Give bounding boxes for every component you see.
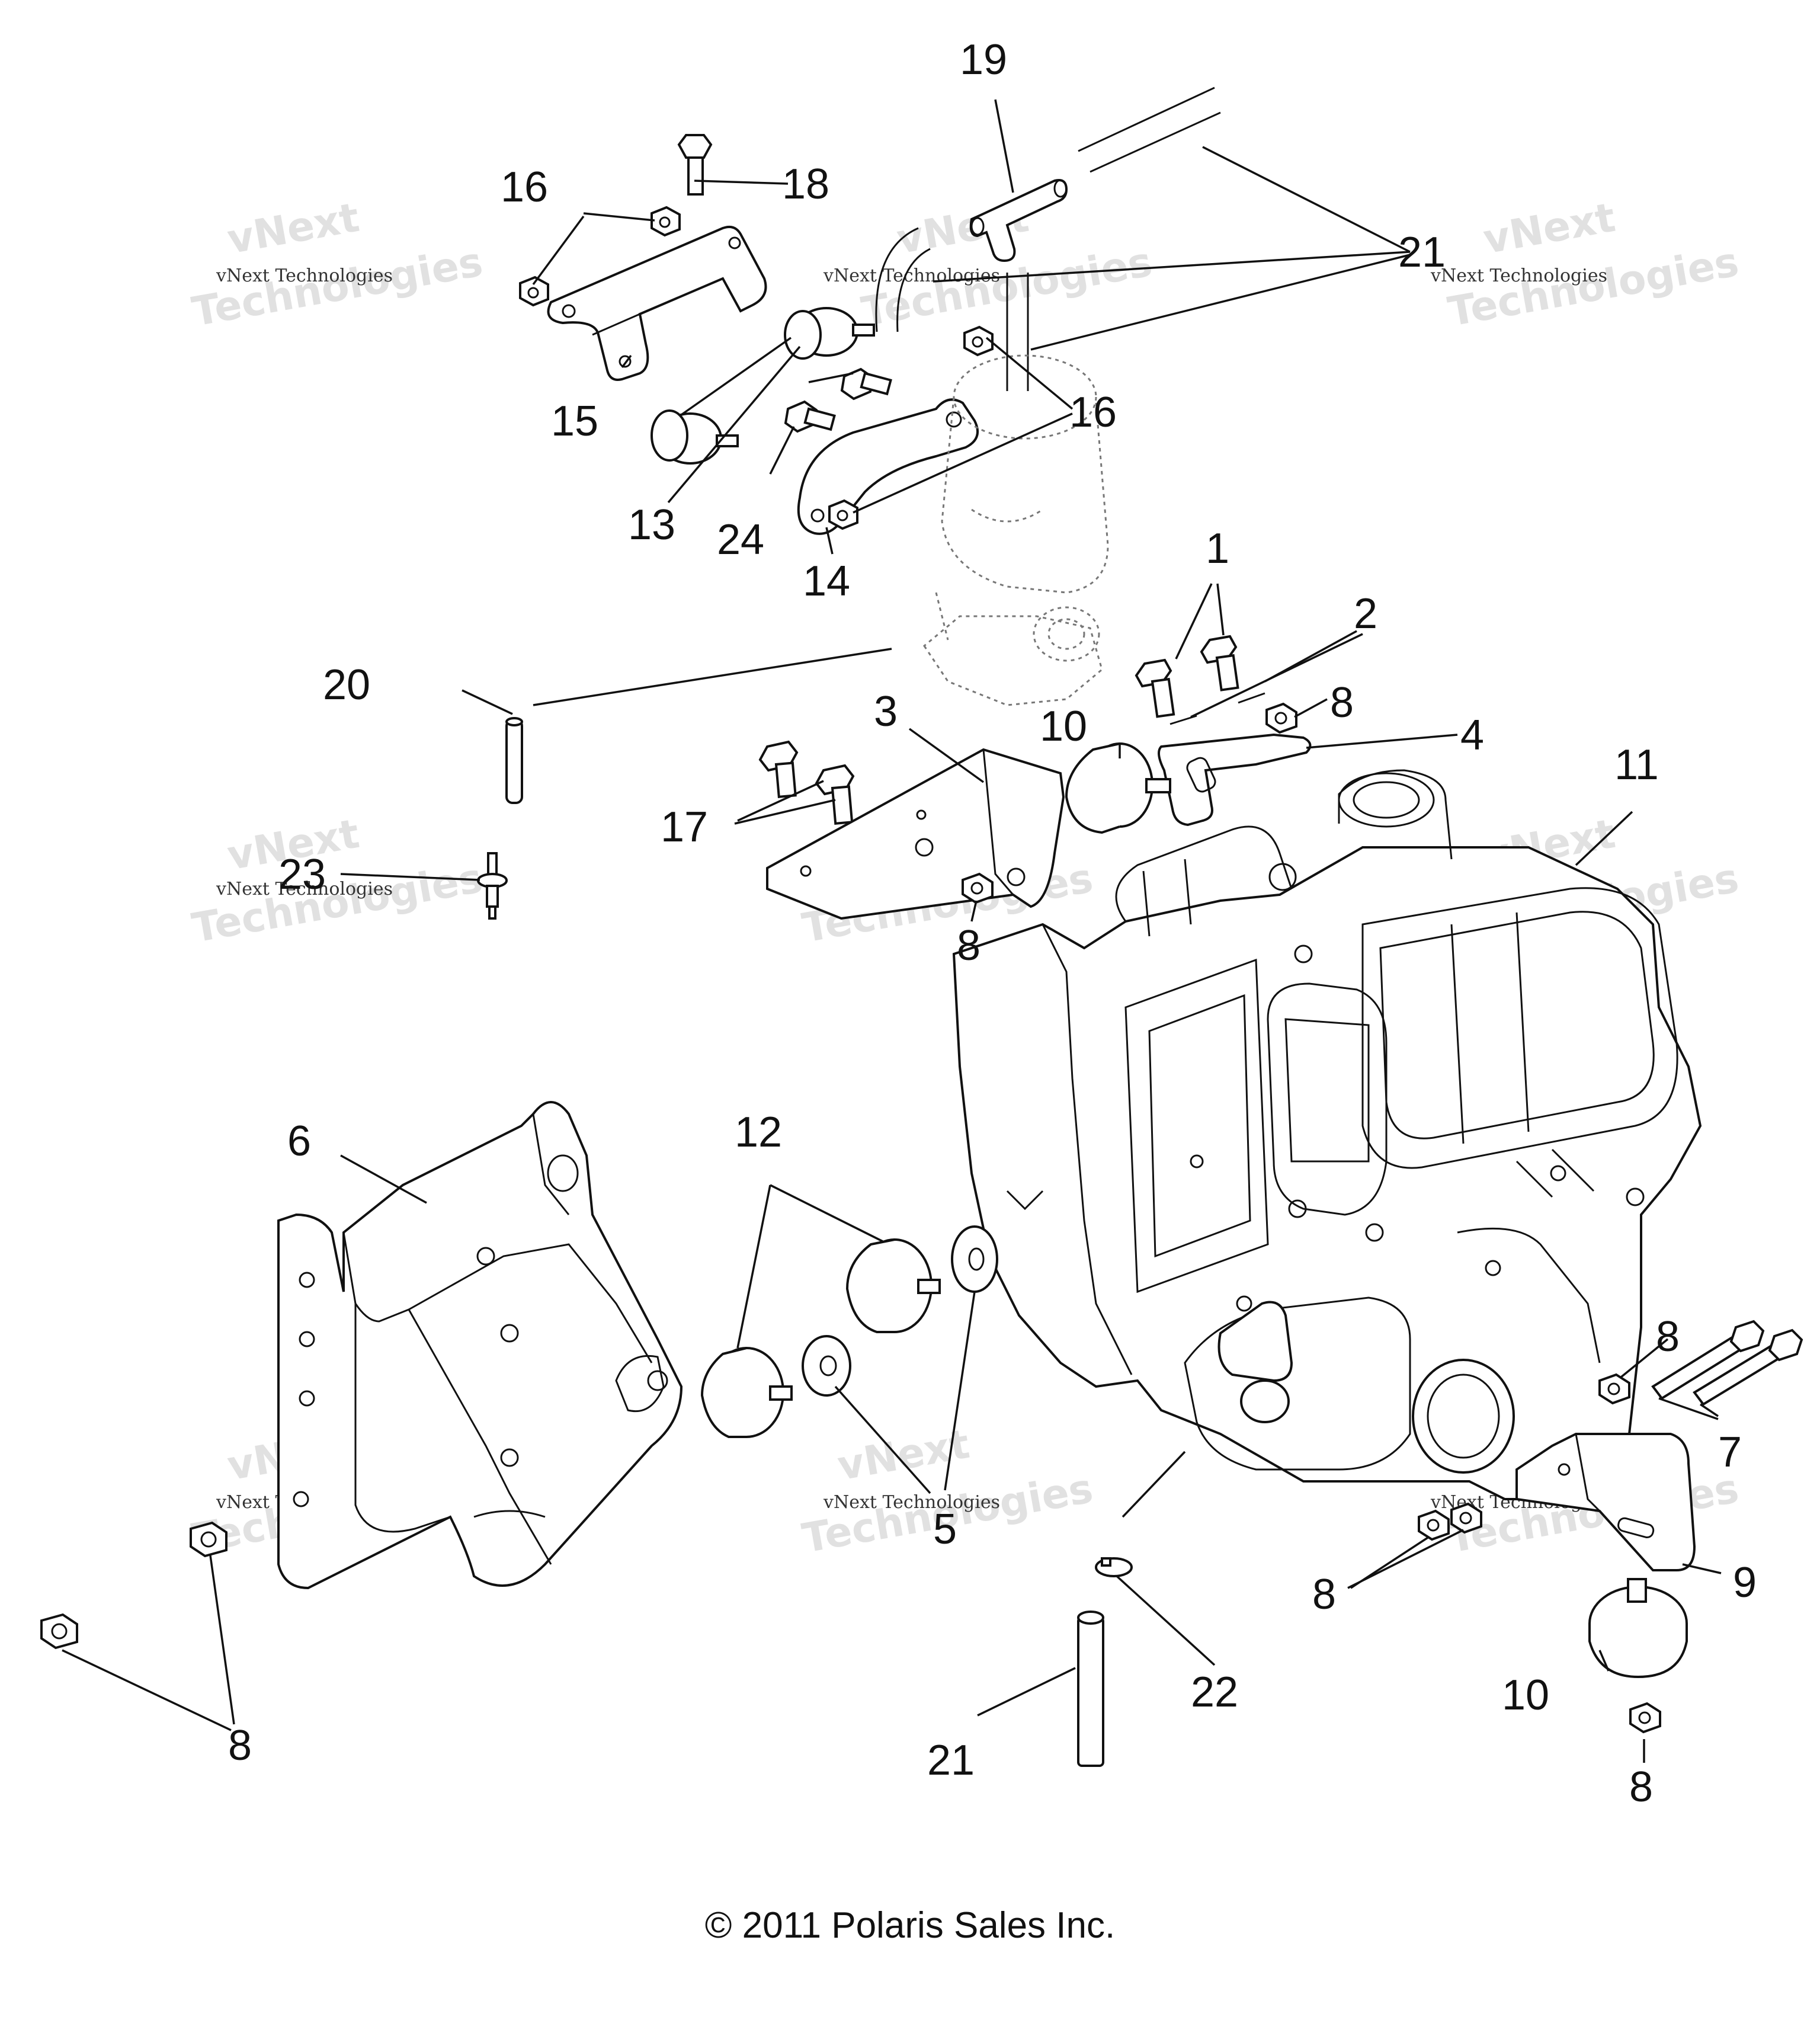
nut-16-c <box>963 325 994 357</box>
callout-23: 23 <box>278 851 326 898</box>
rubber-mount-13-b <box>651 409 739 465</box>
nut-16-b <box>519 276 549 307</box>
callout-16-b: 16 <box>1069 389 1117 436</box>
tee-fitting-19 <box>969 179 1068 262</box>
callout-17: 17 <box>661 803 708 851</box>
fitting-23 <box>477 852 508 920</box>
bracket-3 <box>766 748 1065 920</box>
callout-8-b: 8 <box>957 922 981 969</box>
callout-10-b: 10 <box>1502 1672 1549 1719</box>
washer-2 <box>1169 692 1265 725</box>
callout-6: 6 <box>287 1118 311 1165</box>
bolt-17-b <box>815 764 855 825</box>
callout-5: 5 <box>933 1506 957 1553</box>
callout-24: 24 <box>717 516 764 564</box>
callout-labels: 1 2 3 4 5 6 7 8 8 8 8 8 8 9 10 10 11 12 … <box>228 36 1757 1811</box>
callout-1: 1 <box>1206 525 1229 572</box>
bolt-24-a <box>840 367 892 401</box>
svg-text:vNext: vNext <box>834 1421 973 1490</box>
callout-22: 22 <box>1191 1669 1238 1716</box>
pin-20 <box>505 717 523 804</box>
callout-9: 9 <box>1733 1559 1757 1606</box>
watermark-text: vNext Technologies <box>1430 265 1607 286</box>
rubber-mount-13-a <box>784 307 875 360</box>
callout-8-e: 8 <box>1312 1571 1336 1618</box>
bracket-6 <box>277 1101 683 1590</box>
hose-21-upper <box>875 87 1221 391</box>
callout-19: 19 <box>960 36 1007 84</box>
watermark-text: vNext Technologies <box>823 265 1000 286</box>
upper-bracket-15 <box>547 226 767 381</box>
callout-21-a: 21 <box>1398 229 1446 276</box>
nut-8-b <box>962 872 994 904</box>
watermark-top-left: vNext Technologies <box>188 194 486 336</box>
copyright-text: © 2011 Polaris Sales Inc. <box>705 1905 1115 1946</box>
callout-20: 20 <box>323 661 370 709</box>
nut-16-d <box>828 499 858 530</box>
callout-18: 18 <box>782 161 829 208</box>
watermark-mid-left: vNext Technologies <box>188 811 486 952</box>
callout-7: 7 <box>1718 1429 1742 1476</box>
callout-2: 2 <box>1354 590 1377 638</box>
svg-text:vNext: vNext <box>1480 194 1619 264</box>
callout-12: 12 <box>735 1109 782 1156</box>
nut-16-a <box>651 206 681 237</box>
rubber-mount-12-a <box>845 1238 941 1333</box>
carburetor-ghost <box>923 354 1109 706</box>
callout-8-a: 8 <box>1330 679 1354 726</box>
callout-10-a: 10 <box>1040 703 1087 750</box>
bracket-4 <box>1158 733 1312 827</box>
rubber-mount-10-a <box>1065 742 1171 834</box>
clamp-22 <box>1095 1557 1133 1577</box>
watermark-text: vNext Technologies <box>823 1492 1000 1513</box>
bolt-1-b <box>1200 635 1239 691</box>
hose-21-lower <box>1077 1611 1104 1767</box>
bolt-1-a <box>1135 658 1175 718</box>
washer-5-a <box>951 1225 998 1293</box>
callout-14: 14 <box>803 558 850 605</box>
callout-15: 15 <box>551 398 598 445</box>
callout-21-b: 21 <box>927 1737 975 1784</box>
nut-8-a <box>1265 702 1297 734</box>
nut-8-d <box>40 1613 78 1650</box>
callout-16-a: 16 <box>501 164 548 211</box>
nut-8-c <box>190 1521 228 1558</box>
nut-8-g <box>1629 1702 1661 1734</box>
watermark-text: vNext Technologies <box>216 265 393 286</box>
nut-8-f <box>1418 1502 1482 1541</box>
callout-11: 11 <box>1614 741 1659 789</box>
watermark-top-right: vNext Technologies <box>1444 194 1742 336</box>
bolt-24-b <box>784 400 836 433</box>
leader-lines <box>62 99 1722 1763</box>
rubber-mount-10-b <box>1588 1578 1688 1679</box>
svg-text:vNext: vNext <box>224 194 363 264</box>
callout-13: 13 <box>628 501 675 549</box>
bolt-7-b <box>1693 1328 1803 1406</box>
callout-8-f: 8 <box>1629 1763 1653 1811</box>
callout-4: 4 <box>1460 712 1484 759</box>
callout-3: 3 <box>874 688 898 735</box>
bolt-7-a <box>1651 1320 1765 1400</box>
nut-8-e <box>1598 1373 1630 1405</box>
bolt-18 <box>677 134 713 196</box>
callout-8-c: 8 <box>228 1722 252 1769</box>
rubber-mount-12-b <box>700 1347 793 1438</box>
bracket-9 <box>1515 1433 1696 1571</box>
watermark-text: vNext Technologies <box>216 879 393 899</box>
washer-5-b <box>802 1335 851 1397</box>
bolt-17-a <box>758 740 799 798</box>
engine-assembly-11 <box>952 769 1702 1500</box>
callout-8-d: 8 <box>1656 1313 1680 1360</box>
